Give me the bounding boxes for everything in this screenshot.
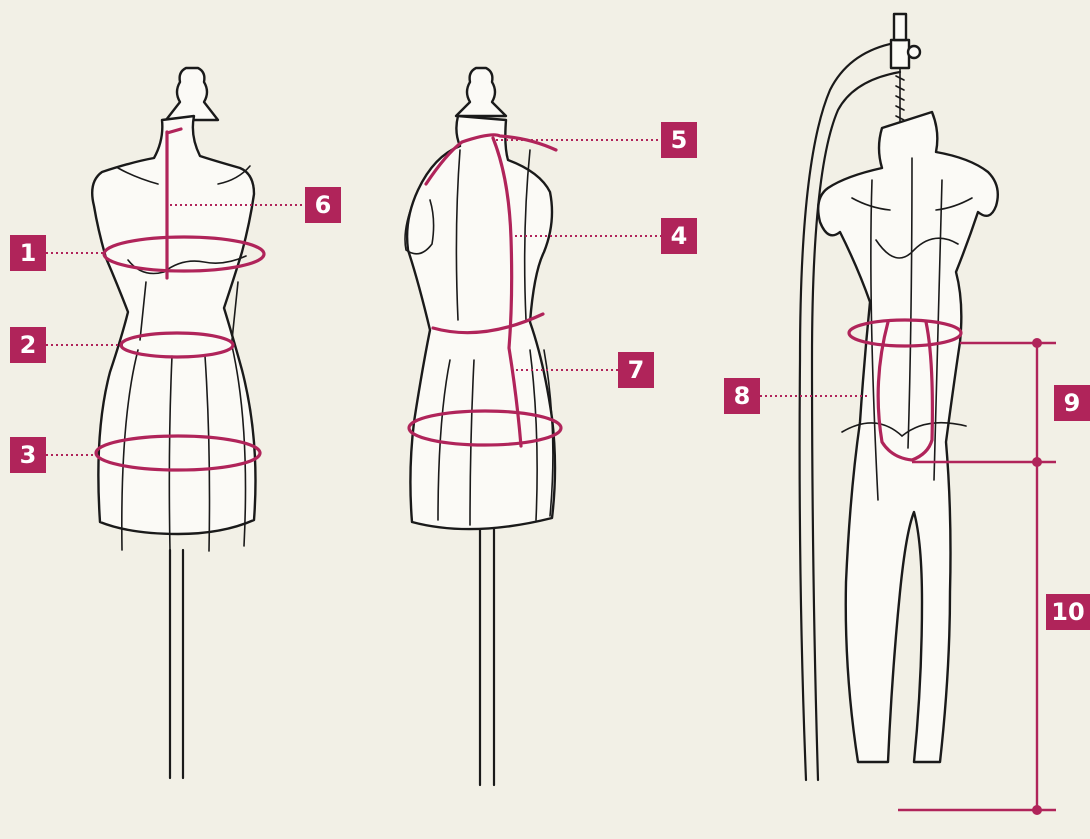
marker-1: 1 — [10, 235, 46, 271]
marker-4: 4 — [661, 218, 697, 254]
marker-8: 8 — [724, 378, 760, 414]
marker-3: 3 — [10, 437, 46, 473]
marker-9: 9 — [1054, 385, 1090, 421]
marker-7: 7 — [618, 352, 654, 388]
dress-form-front — [92, 68, 264, 778]
marker-6: 6 — [305, 187, 341, 223]
full-body-mannequin — [800, 14, 1056, 815]
marker-10: 10 — [1046, 594, 1090, 630]
marker-2: 2 — [10, 327, 46, 363]
marker-5: 5 — [661, 122, 697, 158]
dress-form-back — [405, 68, 561, 785]
